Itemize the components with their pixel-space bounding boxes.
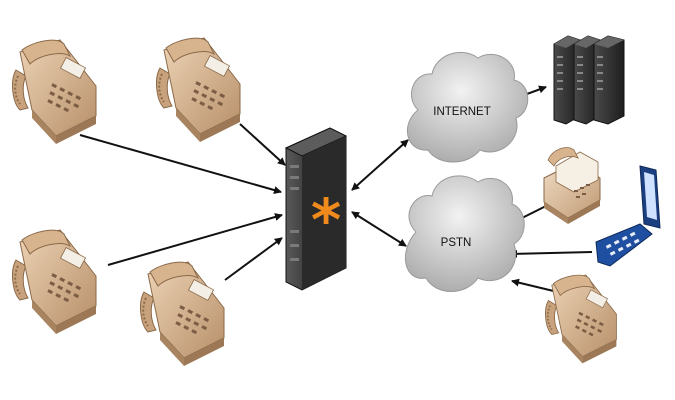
arrow-cell-to-pstn bbox=[509, 249, 593, 258]
arrow-pbx-pstn bbox=[351, 211, 407, 247]
desk-phone-icon bbox=[11, 39, 97, 145]
arrow-phone4-to-pbx bbox=[224, 237, 283, 281]
cell-phone-icon bbox=[595, 165, 661, 267]
pbx-server-icon: * bbox=[284, 127, 348, 291]
cloud-icon: INTERNET bbox=[407, 51, 529, 163]
pstn-cloud-label: PSTN bbox=[441, 237, 472, 249]
cloud-icon: PSTN bbox=[405, 175, 525, 292]
connection-arrows bbox=[79, 85, 593, 295]
server-rack-icon bbox=[553, 35, 625, 125]
fax-machine-icon bbox=[543, 147, 601, 224]
asterisk-icon: * bbox=[311, 186, 341, 254]
arrow-phone1-to-pbx bbox=[79, 134, 282, 194]
arrow-pbx-internet bbox=[351, 139, 409, 191]
arrow-phone2-to-pbx bbox=[239, 123, 286, 166]
desk-phone-icon bbox=[11, 229, 97, 335]
arrow-phone3-to-pbx bbox=[107, 213, 283, 266]
desk-phone-icon bbox=[155, 37, 241, 143]
desk-phone-icon bbox=[139, 261, 225, 367]
internet-cloud-label: INTERNET bbox=[433, 106, 491, 118]
desk-phone-icon bbox=[544, 274, 618, 365]
